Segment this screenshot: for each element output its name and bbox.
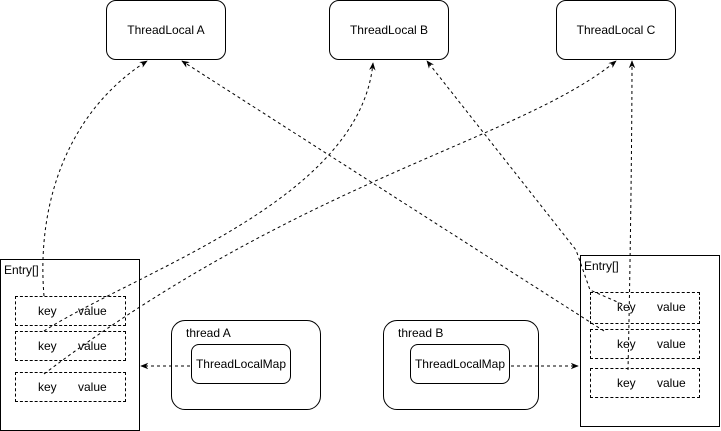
entry-value: value	[78, 339, 107, 353]
entry-array-title: Entry[]	[584, 259, 619, 273]
entry-row[interactable]: key value	[590, 292, 700, 324]
thread-a-title: thread A	[186, 326, 231, 340]
entry-key: key	[617, 337, 636, 351]
entry-key: key	[617, 376, 636, 390]
entry-value: value	[657, 337, 686, 351]
thread-b-map-node[interactable]: ThreadLocalMap	[410, 344, 510, 384]
entry-value: value	[78, 304, 107, 318]
thread-b-map-label: ThreadLocalMap	[414, 357, 506, 371]
threadlocal-b-label: ThreadLocal B	[349, 23, 429, 37]
entry-key: key	[38, 339, 57, 353]
entry-row[interactable]: key value	[15, 331, 126, 361]
entry-row[interactable]: key value	[590, 329, 700, 359]
entry-key: key	[617, 300, 636, 314]
threadlocal-a-node[interactable]: ThreadLocal A	[106, 0, 226, 60]
threadlocal-c-label: ThreadLocal C	[576, 23, 656, 37]
entry-value: value	[78, 380, 107, 394]
entry-row[interactable]: key value	[15, 296, 126, 326]
edge-right-key2-to-threadlocal-a	[181, 60, 605, 332]
entry-value: value	[657, 300, 686, 314]
thread-b-title: thread B	[398, 326, 444, 340]
threadlocal-a-label: ThreadLocal A	[127, 23, 205, 37]
threadlocal-b-node[interactable]: ThreadLocal B	[329, 0, 449, 60]
entry-array-title: Entry[]	[4, 263, 39, 277]
thread-a-map-node[interactable]: ThreadLocalMap	[191, 344, 291, 384]
entry-row[interactable]: key value	[15, 372, 126, 402]
entry-key: key	[38, 380, 57, 394]
threadlocal-c-node[interactable]: ThreadLocal C	[556, 0, 676, 60]
entry-value: value	[657, 376, 686, 390]
entry-row[interactable]: key value	[590, 368, 700, 398]
thread-a-map-label: ThreadLocalMap	[195, 357, 287, 371]
entry-key: key	[38, 304, 57, 318]
